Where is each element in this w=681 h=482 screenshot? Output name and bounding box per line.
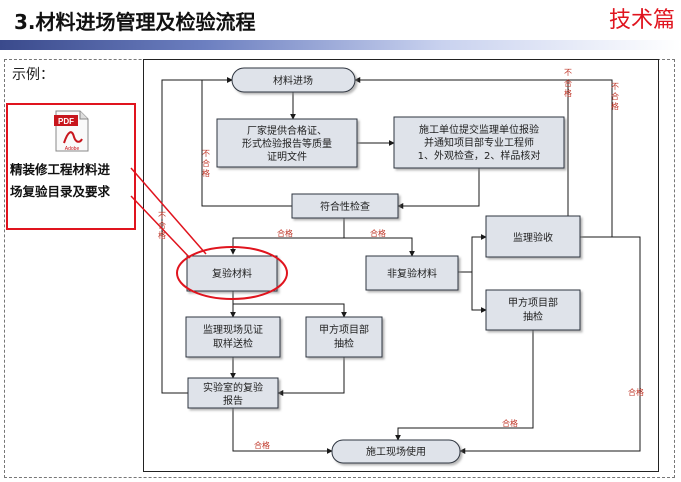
node-label: 甲方项目部 [319, 323, 369, 336]
edge-label: 合 [564, 78, 572, 88]
node-site-use [331, 439, 461, 464]
edge-label: 格 [611, 101, 619, 111]
node-label: 并通知项目部专业工程师 [424, 136, 534, 149]
pdf-document-link[interactable]: PDF Adobe 精装修工程材料进 场复验目录及要求 [6, 103, 136, 230]
node-compliance-check [291, 193, 399, 219]
edge-label: 合格 [277, 228, 293, 238]
node-manufacturer-docs [216, 118, 358, 168]
node-label: 复验材料 [212, 267, 252, 280]
edge-owner-mid-to-lab [277, 357, 345, 396]
node-lab-report [187, 377, 279, 409]
edge-label: 合格 [254, 440, 270, 450]
edge-label: 合格 [628, 387, 644, 397]
edge-label: 合格 [502, 418, 518, 428]
node-supervision-acceptance [485, 215, 581, 258]
edge-label: 不 [158, 211, 166, 220]
edge-label: 合 [611, 91, 619, 101]
pdf-document-title: 精装修工程材料进 场复验目录及要求 [8, 159, 138, 203]
pdf-badge-text: PDF [58, 117, 74, 126]
edge-label: 格 [158, 230, 166, 240]
node-label: 材料进场 [273, 74, 313, 87]
node-label: 符合性检查 [320, 200, 370, 213]
node-label: 1、外观检查，2、样品核对 [418, 149, 541, 162]
node-label: 形式检验报告等质量 [242, 137, 332, 150]
title-underline [0, 40, 681, 50]
edge-label: 合 [202, 158, 210, 168]
node-label: 报告 [223, 394, 243, 407]
edge-retest-to-owner-mid [233, 303, 347, 318]
pdf-file-icon: PDF Adobe [54, 110, 89, 152]
edge-supervision-to-site [459, 236, 641, 454]
highlight-ellipse [176, 246, 288, 300]
node-constructor-submission [393, 116, 565, 169]
edge-label: 不 [202, 149, 210, 158]
node-label: 甲方项目部 [508, 296, 558, 309]
edge-label: 格 [202, 168, 210, 178]
page-title: 3.材料进场管理及检验流程 [14, 10, 256, 34]
node-label: 抽检 [523, 310, 543, 323]
edge-lab-to-site [232, 408, 333, 454]
node-label: 监理验收 [513, 231, 553, 244]
node-retest-material [186, 255, 278, 292]
edge-label: 格 [564, 88, 572, 98]
edge-submit-to-compliance [397, 168, 480, 209]
node-supervision-witness [185, 316, 281, 358]
edge-nonretest-to-owner-right [471, 272, 487, 313]
edge-label: 不 [564, 68, 572, 77]
node-label: 实验室的复验 [203, 381, 263, 394]
edge-label: 合格 [370, 228, 386, 238]
node-owner-spot-check-right [485, 289, 581, 331]
node-label: 非复验材料 [387, 267, 437, 280]
node-owner-spot-check-mid [305, 316, 383, 358]
edge-compliance-to-nonretest [344, 237, 415, 257]
pdf-brand-text: Adobe [65, 146, 80, 152]
pdf-document-title-line: 场复验目录及要求 [10, 184, 111, 199]
node-label: 厂家提供合格证、 [247, 124, 327, 137]
edge-compliance-to-retest [230, 218, 345, 255]
pointer-line-upper [130, 167, 207, 255]
edge-label: 合 [158, 220, 166, 230]
edge-fail-right [568, 79, 613, 238]
pdf-document-title-line: 精装修工程材料进 [10, 162, 111, 177]
node-label: 施工现场使用 [366, 445, 426, 458]
pointer-line-lower [130, 195, 191, 259]
edge-fail-lower [161, 77, 233, 394]
node-label: 施工单位提交监理单位报验 [419, 123, 539, 136]
node-label: 取样送检 [213, 337, 253, 350]
node-label: 抽检 [334, 337, 354, 350]
node-label: 证明文件 [267, 150, 307, 163]
node-non-retest-material [365, 255, 459, 291]
edge-nonretest-to-supervision [458, 234, 487, 273]
section-badge: 技术篇 [608, 8, 675, 33]
node-material-entry [231, 67, 356, 93]
example-label: 示例： [12, 67, 54, 83]
edge-owner-right-to-site [395, 330, 534, 441]
node-label: 监理现场见证 [203, 323, 263, 336]
edge-label: 不 [611, 82, 619, 91]
